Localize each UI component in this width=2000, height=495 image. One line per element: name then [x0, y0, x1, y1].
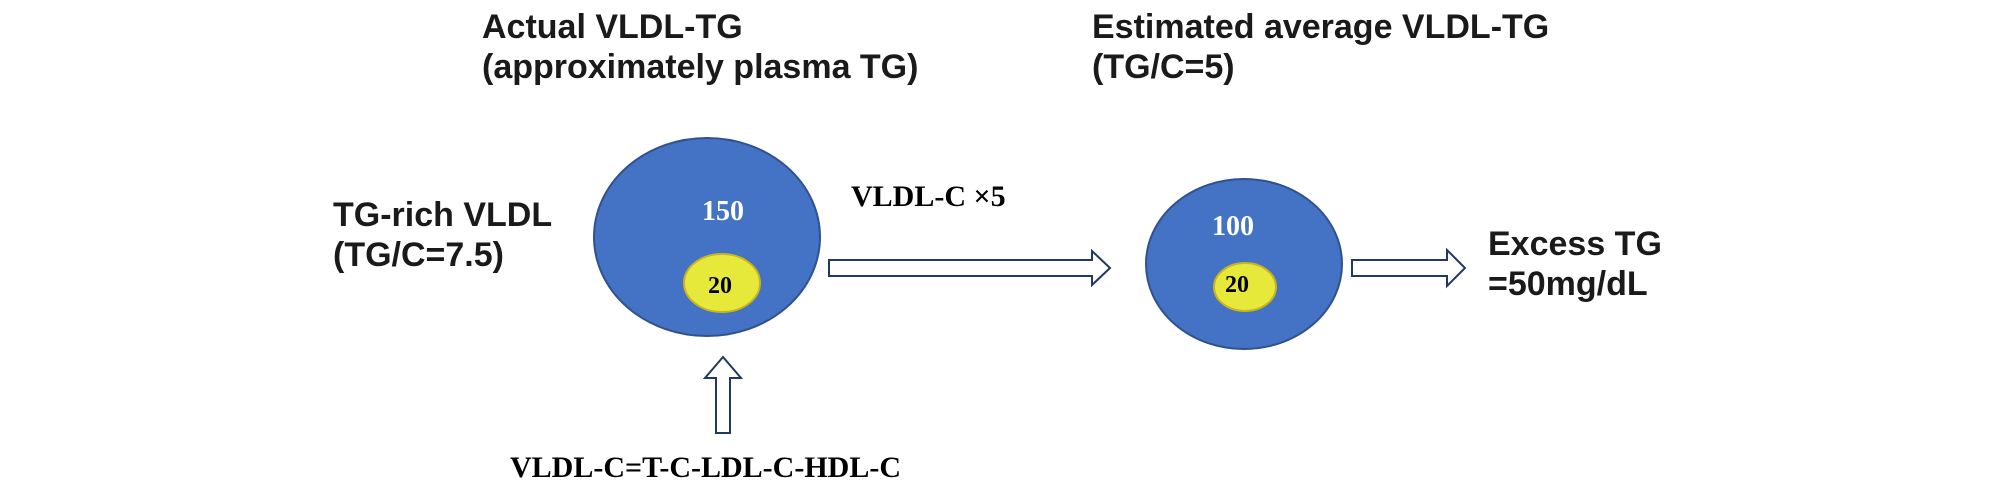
- excess-tg-line1: Excess TG: [1488, 225, 1662, 263]
- left-header-line1: Actual VLDL-TG: [482, 8, 743, 46]
- left-vldl-particle: [593, 137, 821, 337]
- formula-up-arrow: [702, 355, 744, 434]
- conversion-label: VLDL-C ×5: [851, 180, 1006, 213]
- left-tg-value: 150: [702, 196, 744, 227]
- side-label-line2: (TG/C=7.5): [333, 236, 504, 274]
- left-header-line2: (approximately plasma TG): [482, 48, 919, 86]
- excess-tg-line2: =50mg/dL: [1488, 265, 1648, 303]
- side-label-line1: TG-rich VLDL: [333, 196, 553, 234]
- conversion-arrow: [828, 248, 1112, 288]
- right-header-line2: (TG/C=5): [1092, 48, 1235, 86]
- excess-arrow: [1351, 247, 1467, 289]
- right-cholesterol-core: [1213, 262, 1277, 312]
- right-c-value: 20: [1225, 272, 1249, 298]
- left-cholesterol-core: [683, 253, 761, 313]
- right-tg-value: 100: [1212, 211, 1254, 242]
- right-header-line1: Estimated average VLDL-TG: [1092, 8, 1550, 46]
- left-c-value: 20: [708, 273, 732, 299]
- vldl-c-formula: VLDL-C=T-C-LDL-C-HDL-C: [510, 451, 901, 484]
